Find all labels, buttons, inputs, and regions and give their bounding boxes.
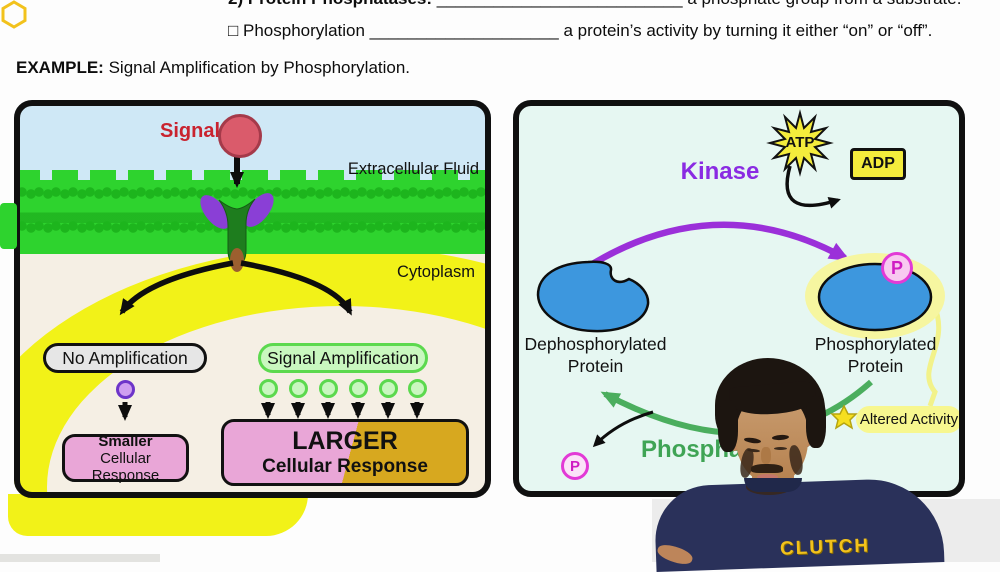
worksheet-line-phosphatases: 2) Protein Phosphatases: _______________… bbox=[228, 0, 961, 9]
phosphorylated-line2: Protein bbox=[847, 356, 904, 376]
phosphatase-arrow bbox=[600, 379, 873, 437]
larger-response-box: LARGER Cellular Response bbox=[221, 419, 469, 486]
webcam-backdrop bbox=[652, 499, 1000, 562]
no-amplification-label: No Amplification bbox=[62, 347, 188, 368]
dephosphorylated-protein-label: Dephosphorylated Protein bbox=[513, 333, 678, 377]
larger-response-line1: LARGER bbox=[292, 427, 398, 455]
free-phosphate-icon: P bbox=[561, 452, 589, 480]
messenger-icon bbox=[319, 379, 338, 398]
phosphorylated-protein-label: Phosphorylated Protein bbox=[793, 333, 958, 377]
altered-activity-connector bbox=[926, 304, 942, 407]
receptor-anchor bbox=[230, 248, 244, 272]
signal-amplification-label: Signal Amplification bbox=[267, 347, 419, 368]
phosphorylation-rest: a protein’s activity by turning it eithe… bbox=[563, 21, 933, 40]
dephosphorylated-line2: Protein bbox=[567, 356, 624, 376]
phosphatases-rest: a phosphate group from a substrate. bbox=[687, 0, 961, 8]
signal-ligand-icon bbox=[218, 114, 262, 158]
atp-starburst-icon bbox=[766, 109, 834, 177]
extracellular-fluid-label: Extracellular Fluid bbox=[347, 160, 479, 178]
phosphorylated-protein-icon bbox=[817, 262, 933, 332]
phosphatase-label: Phosphatase bbox=[641, 436, 791, 463]
phosphate-symbol: P bbox=[890, 257, 903, 278]
clutch-hexagon-icon bbox=[1, 0, 27, 29]
atp-to-adp-arrow bbox=[785, 165, 841, 209]
yellow-highlighter-spill bbox=[8, 494, 308, 536]
smaller-response-box: Smaller Cellular Response bbox=[62, 432, 189, 484]
kinase-phosphatase-cycle-panel: ATP ADP Kinase P Dephosphorylated Protei… bbox=[513, 100, 965, 497]
amplification-arrow bbox=[240, 260, 353, 316]
messenger-icon bbox=[379, 379, 398, 398]
dephosphorylated-protein-icon bbox=[536, 260, 650, 333]
larger-response-line2: Cellular Response bbox=[262, 456, 428, 477]
phosphorylation-term: Phosphorylation bbox=[243, 21, 365, 40]
signal-amplification-diagram-panel: Signal Extracellular Fluid Cytoplasm No … bbox=[14, 100, 491, 498]
receptor-icon bbox=[218, 198, 256, 265]
messenger-icon bbox=[289, 379, 308, 398]
altered-activity-star-icon bbox=[830, 404, 858, 430]
receptor-arm-right bbox=[244, 193, 274, 227]
kinase-label: Kinase bbox=[680, 158, 760, 185]
smaller-response-line2: Cellular Response bbox=[91, 449, 160, 484]
smaller-response-line1: Smaller bbox=[98, 432, 153, 450]
example-text: Signal Amplification by Phosphorylation. bbox=[108, 58, 411, 77]
signal-amplification-box: Signal Amplification bbox=[258, 343, 428, 373]
desk-edge bbox=[0, 554, 160, 562]
receptor-arm-left bbox=[200, 195, 230, 229]
phosphate-group-icon: P bbox=[881, 252, 913, 284]
cytoplasm-label: Cytoplasm bbox=[397, 263, 475, 281]
worksheet-example-line: EXAMPLE: Signal Amplification by Phospho… bbox=[16, 58, 410, 78]
single-messenger-icon bbox=[116, 380, 135, 399]
phosphorylated-line1: Phosphorylated bbox=[814, 334, 937, 354]
no-amplification-arrow bbox=[119, 260, 234, 316]
left-panel-arrows-layer bbox=[118, 156, 424, 421]
adp-box: ADP bbox=[850, 148, 906, 180]
phosphate-release-arrow bbox=[592, 410, 654, 448]
blank-line: __________________________ bbox=[437, 0, 683, 8]
example-label: EXAMPLE: bbox=[16, 58, 104, 77]
adp-label: ADP bbox=[861, 155, 895, 172]
phosphate-symbol: P bbox=[569, 457, 580, 475]
altered-activity-callout: Altered Activity bbox=[856, 406, 962, 433]
no-amplification-box: No Amplification bbox=[43, 343, 207, 373]
dephosphorylated-line1: Dephosphorylated bbox=[524, 334, 667, 354]
messenger-icon bbox=[349, 379, 368, 398]
phosphatases-term: 2) Protein Phosphatases: bbox=[228, 0, 432, 8]
altered-activity-label: Altered Activity bbox=[859, 411, 959, 428]
blank-line: ____________________ bbox=[369, 21, 559, 40]
membrane-highlight-spill bbox=[0, 203, 17, 249]
checkbox-bullet-icon: □ bbox=[228, 21, 239, 40]
signal-label: Signal bbox=[160, 120, 221, 142]
atp-label: ATP bbox=[785, 134, 815, 151]
worksheet-line-phosphorylation: □ Phosphorylation ____________________ a… bbox=[228, 21, 932, 41]
messenger-icon bbox=[408, 379, 427, 398]
messenger-icon bbox=[259, 379, 278, 398]
